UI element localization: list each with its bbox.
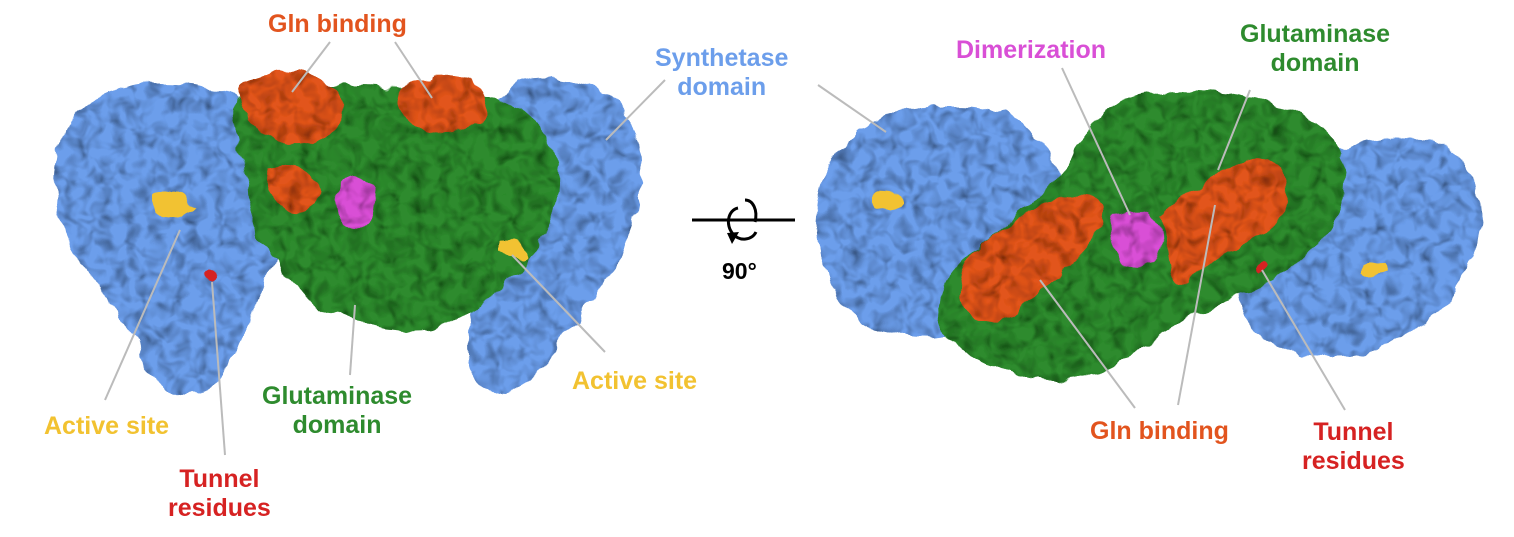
label-glutaminase-domain-right: Glutaminase domain bbox=[1240, 20, 1390, 78]
label-line: Glutaminase bbox=[1240, 20, 1391, 48]
label-active-site-left-2: Active site bbox=[572, 367, 698, 395]
right-tunnel-residue bbox=[1257, 261, 1267, 271]
label-line: residues bbox=[168, 494, 271, 522]
label-active-site-left-1: Active site bbox=[44, 412, 170, 440]
label-line: residues bbox=[1302, 447, 1405, 475]
label-dimerization: Dimerization bbox=[956, 36, 1107, 64]
left-dimerization-region bbox=[334, 175, 376, 233]
rotation-angle-label: 90° bbox=[722, 258, 757, 284]
right-active-site-right bbox=[1360, 260, 1392, 277]
label-line: domain bbox=[1270, 49, 1360, 77]
label-gln-binding-right: Gln binding bbox=[1090, 417, 1229, 445]
left-synthetase-domain-left bbox=[53, 82, 283, 394]
left-tunnel-residue bbox=[207, 270, 217, 280]
right-gln-binding-site-2 bbox=[1160, 158, 1289, 286]
label-synthetase-domain-left: Synthetase domain bbox=[655, 44, 788, 102]
left-active-site-left bbox=[150, 193, 195, 216]
right-dimerization-region bbox=[1109, 209, 1160, 269]
label-line: Tunnel bbox=[179, 465, 260, 493]
right-molecule-view bbox=[817, 91, 1481, 379]
left-active-site-right bbox=[500, 239, 528, 260]
leader-lines bbox=[104, 41, 1346, 456]
right-active-site-left bbox=[875, 194, 902, 210]
left-gln-binding-site-1b bbox=[267, 163, 319, 214]
label-line: domain bbox=[292, 411, 382, 439]
label-line: Glutaminase bbox=[262, 382, 413, 410]
label-gln-binding-left: Gln binding bbox=[268, 10, 407, 38]
left-molecule-view bbox=[53, 71, 641, 394]
left-glutaminase-domain bbox=[232, 85, 560, 331]
rotation-icon bbox=[692, 198, 795, 244]
label-tunnel-residues-right: Tunnel residues bbox=[1302, 418, 1405, 476]
label-line: domain bbox=[677, 73, 767, 101]
label-glutaminase-domain-left: Glutaminase domain bbox=[262, 382, 412, 440]
left-gln-binding-site-2 bbox=[397, 76, 488, 133]
label-line: Synthetase bbox=[655, 44, 789, 72]
right-gln-binding-site-1 bbox=[959, 194, 1103, 322]
label-line: Tunnel bbox=[1313, 418, 1394, 446]
label-tunnel-residues-left: Tunnel residues bbox=[168, 465, 271, 523]
left-gln-binding-site-1 bbox=[239, 71, 342, 145]
